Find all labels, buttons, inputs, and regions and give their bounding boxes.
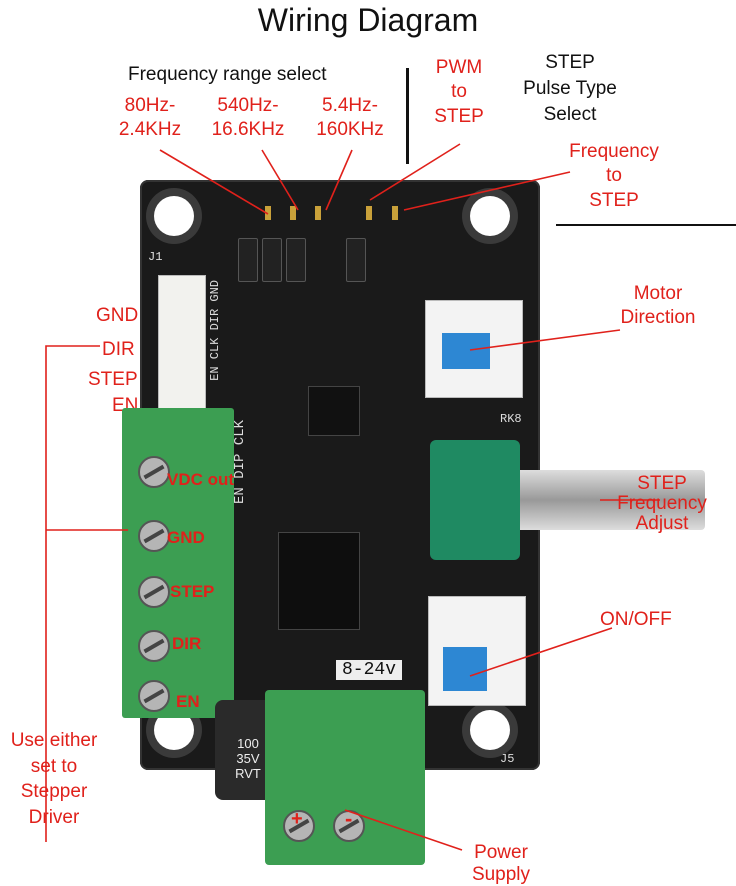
pulse-type-line3: Select (543, 103, 597, 125)
motor-direction-line1: Motor (633, 283, 683, 304)
mount-hole-tr (470, 196, 510, 236)
terminal-label-vdc-out: VDC out (167, 470, 235, 489)
terminal-label-step: STEP (170, 582, 215, 601)
step-frequency-line3: Adjust (635, 512, 689, 534)
freq-step-line1: Frequency (569, 141, 659, 162)
use-either-line1: Use either (10, 730, 98, 751)
header-pin (265, 206, 271, 220)
header-pin (315, 206, 321, 220)
leader-on-off (469, 627, 613, 677)
minus-marker: - (345, 806, 353, 831)
frequency-to-step-label: Frequency to STEP (552, 140, 676, 213)
conn-label-dir: DIR (102, 339, 135, 360)
signal-header-connector[interactable] (158, 275, 206, 427)
header-pin (392, 206, 398, 220)
use-either-line4: Driver (28, 806, 80, 828)
freq-option-1-line1: 80Hz- (124, 95, 176, 116)
motor-direction-label: Motor Direction (600, 282, 716, 331)
ic-chip (308, 386, 360, 436)
power-supply-line1: Power (474, 842, 528, 863)
freq-step-line2: to (606, 165, 622, 187)
leader-pwm (369, 143, 461, 201)
motor-direction-line2: Direction (620, 307, 696, 329)
cap-line2: 35V (236, 751, 260, 766)
pwm-line1: PWM (435, 57, 483, 78)
freq-option-1-line2: 2.4KHz (118, 119, 182, 141)
power-terminal-block[interactable]: + - (265, 690, 425, 865)
potentiometer[interactable] (430, 440, 520, 560)
separator-vertical (406, 68, 409, 164)
on-off-label: ON/OFF (600, 609, 672, 630)
silk-voltage: 8-24v (336, 660, 403, 680)
silk-rk8: RK8 (500, 412, 522, 426)
power-supply-label: Power Supply (456, 842, 546, 886)
power-supply-line2: Supply (471, 863, 531, 885)
freq-step-line3: STEP (589, 189, 639, 211)
terminal-label-dir: DIR (172, 634, 202, 653)
leader-freq-2 (261, 149, 299, 211)
frequency-range-heading: Frequency range select (128, 64, 327, 85)
silk-j5: J5 (500, 752, 515, 766)
screw-icon[interactable] (138, 576, 170, 608)
screw-terminal-block[interactable] (122, 408, 234, 718)
leader-frequency (403, 171, 571, 211)
power-switch[interactable] (428, 596, 526, 706)
leader-freq-1 (159, 149, 269, 215)
pwm-line3: STEP (434, 105, 484, 127)
leader-power (344, 809, 463, 851)
leader-direction (469, 329, 621, 351)
direction-switch-knob[interactable] (442, 333, 490, 369)
pwm-line2: to (451, 81, 467, 103)
diagram-title: Wiring Diagram (257, 2, 479, 38)
jumper-freq-3[interactable] (286, 238, 306, 282)
cap-line1: 100 (237, 736, 259, 751)
screw-icon[interactable] (138, 680, 170, 712)
step-frequency-line1: STEP (637, 473, 687, 494)
conn-label-gnd: GND (96, 305, 139, 326)
screw-icon[interactable] (138, 520, 170, 552)
conn-label-step: STEP (88, 369, 138, 390)
use-either-line2: set to (30, 755, 78, 777)
step-frequency-adjust-label: STEP Frequency Adjust (600, 474, 724, 534)
separator-horizontal (556, 224, 736, 226)
mount-hole-br (470, 710, 510, 750)
cap-line3: RVT (235, 766, 261, 781)
header-pin (290, 206, 296, 220)
freq-option-3-line2: 160KHz (316, 119, 384, 141)
plus-marker: + (291, 808, 303, 830)
terminal-label-gnd: GND (167, 528, 205, 547)
step-frequency-line2: Frequency (617, 492, 707, 514)
pulse-type-line1: STEP (545, 52, 595, 73)
header-pin (366, 206, 372, 220)
freq-option-3: 5.4Hz- 160KHz (305, 94, 395, 143)
freq-option-2-line2: 16.6KHz (211, 119, 285, 141)
pulse-type-heading: STEP Pulse Type Select (512, 50, 628, 127)
freq-option-2-line1: 540Hz- (217, 95, 279, 116)
terminal-label-en: EN (176, 692, 200, 711)
jumper-freq-1[interactable] (238, 238, 258, 282)
leader-use-either-top (45, 345, 100, 842)
leader-freq-3 (325, 149, 353, 211)
freq-option-1: 80Hz- 2.4KHz (110, 94, 190, 143)
pulse-type-line2: Pulse Type (523, 77, 617, 99)
jumper-freq-2[interactable] (262, 238, 282, 282)
jumper-pulse-type[interactable] (346, 238, 366, 282)
screw-icon[interactable] (138, 456, 170, 488)
use-either-label: Use either set to Stepper Driver (0, 728, 108, 831)
screw-icon[interactable] (283, 810, 315, 842)
power-switch-knob[interactable] (443, 647, 487, 691)
screw-icon[interactable] (138, 630, 170, 662)
mount-hole-tl (154, 196, 194, 236)
freq-option-3-line1: 5.4Hz- (322, 95, 378, 116)
voltage-regulator (278, 532, 360, 630)
freq-option-2: 540Hz- 16.6KHz (203, 94, 293, 143)
silk-j1: J1 (148, 250, 163, 264)
use-either-line3: Stepper (20, 781, 88, 803)
pwm-to-step-label: PWM to STEP (422, 56, 496, 129)
